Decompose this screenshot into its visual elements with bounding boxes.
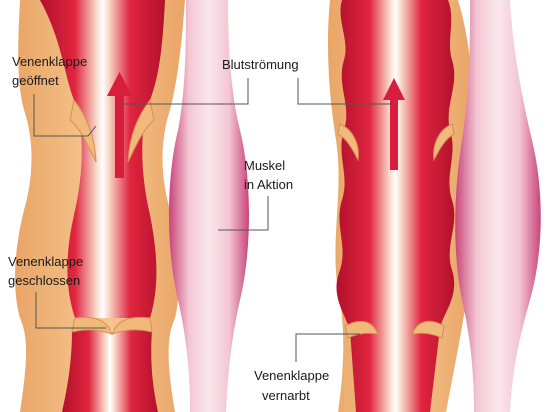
label-valve-closed-line1: Venenklappe <box>8 254 83 269</box>
label-blood-flow: Blutströmung <box>222 57 299 72</box>
label-valve-open-line2: geöffnet <box>12 73 59 88</box>
label-valve-scarred-line2: vernarbt <box>262 388 310 403</box>
label-valve-closed-line2: geschlossen <box>8 273 80 288</box>
label-muscle-line2: in Aktion <box>244 177 293 192</box>
label-muscle-line1: Muskel <box>244 158 285 173</box>
varicose-vein-lumen <box>337 0 455 412</box>
healthy-vein-lumen-lower <box>62 330 158 412</box>
label-valve-scarred-line1: Venenklappe <box>254 368 329 383</box>
label-valve-open-line1: Venenklappe <box>12 54 87 69</box>
varicose-vein <box>328 0 472 412</box>
